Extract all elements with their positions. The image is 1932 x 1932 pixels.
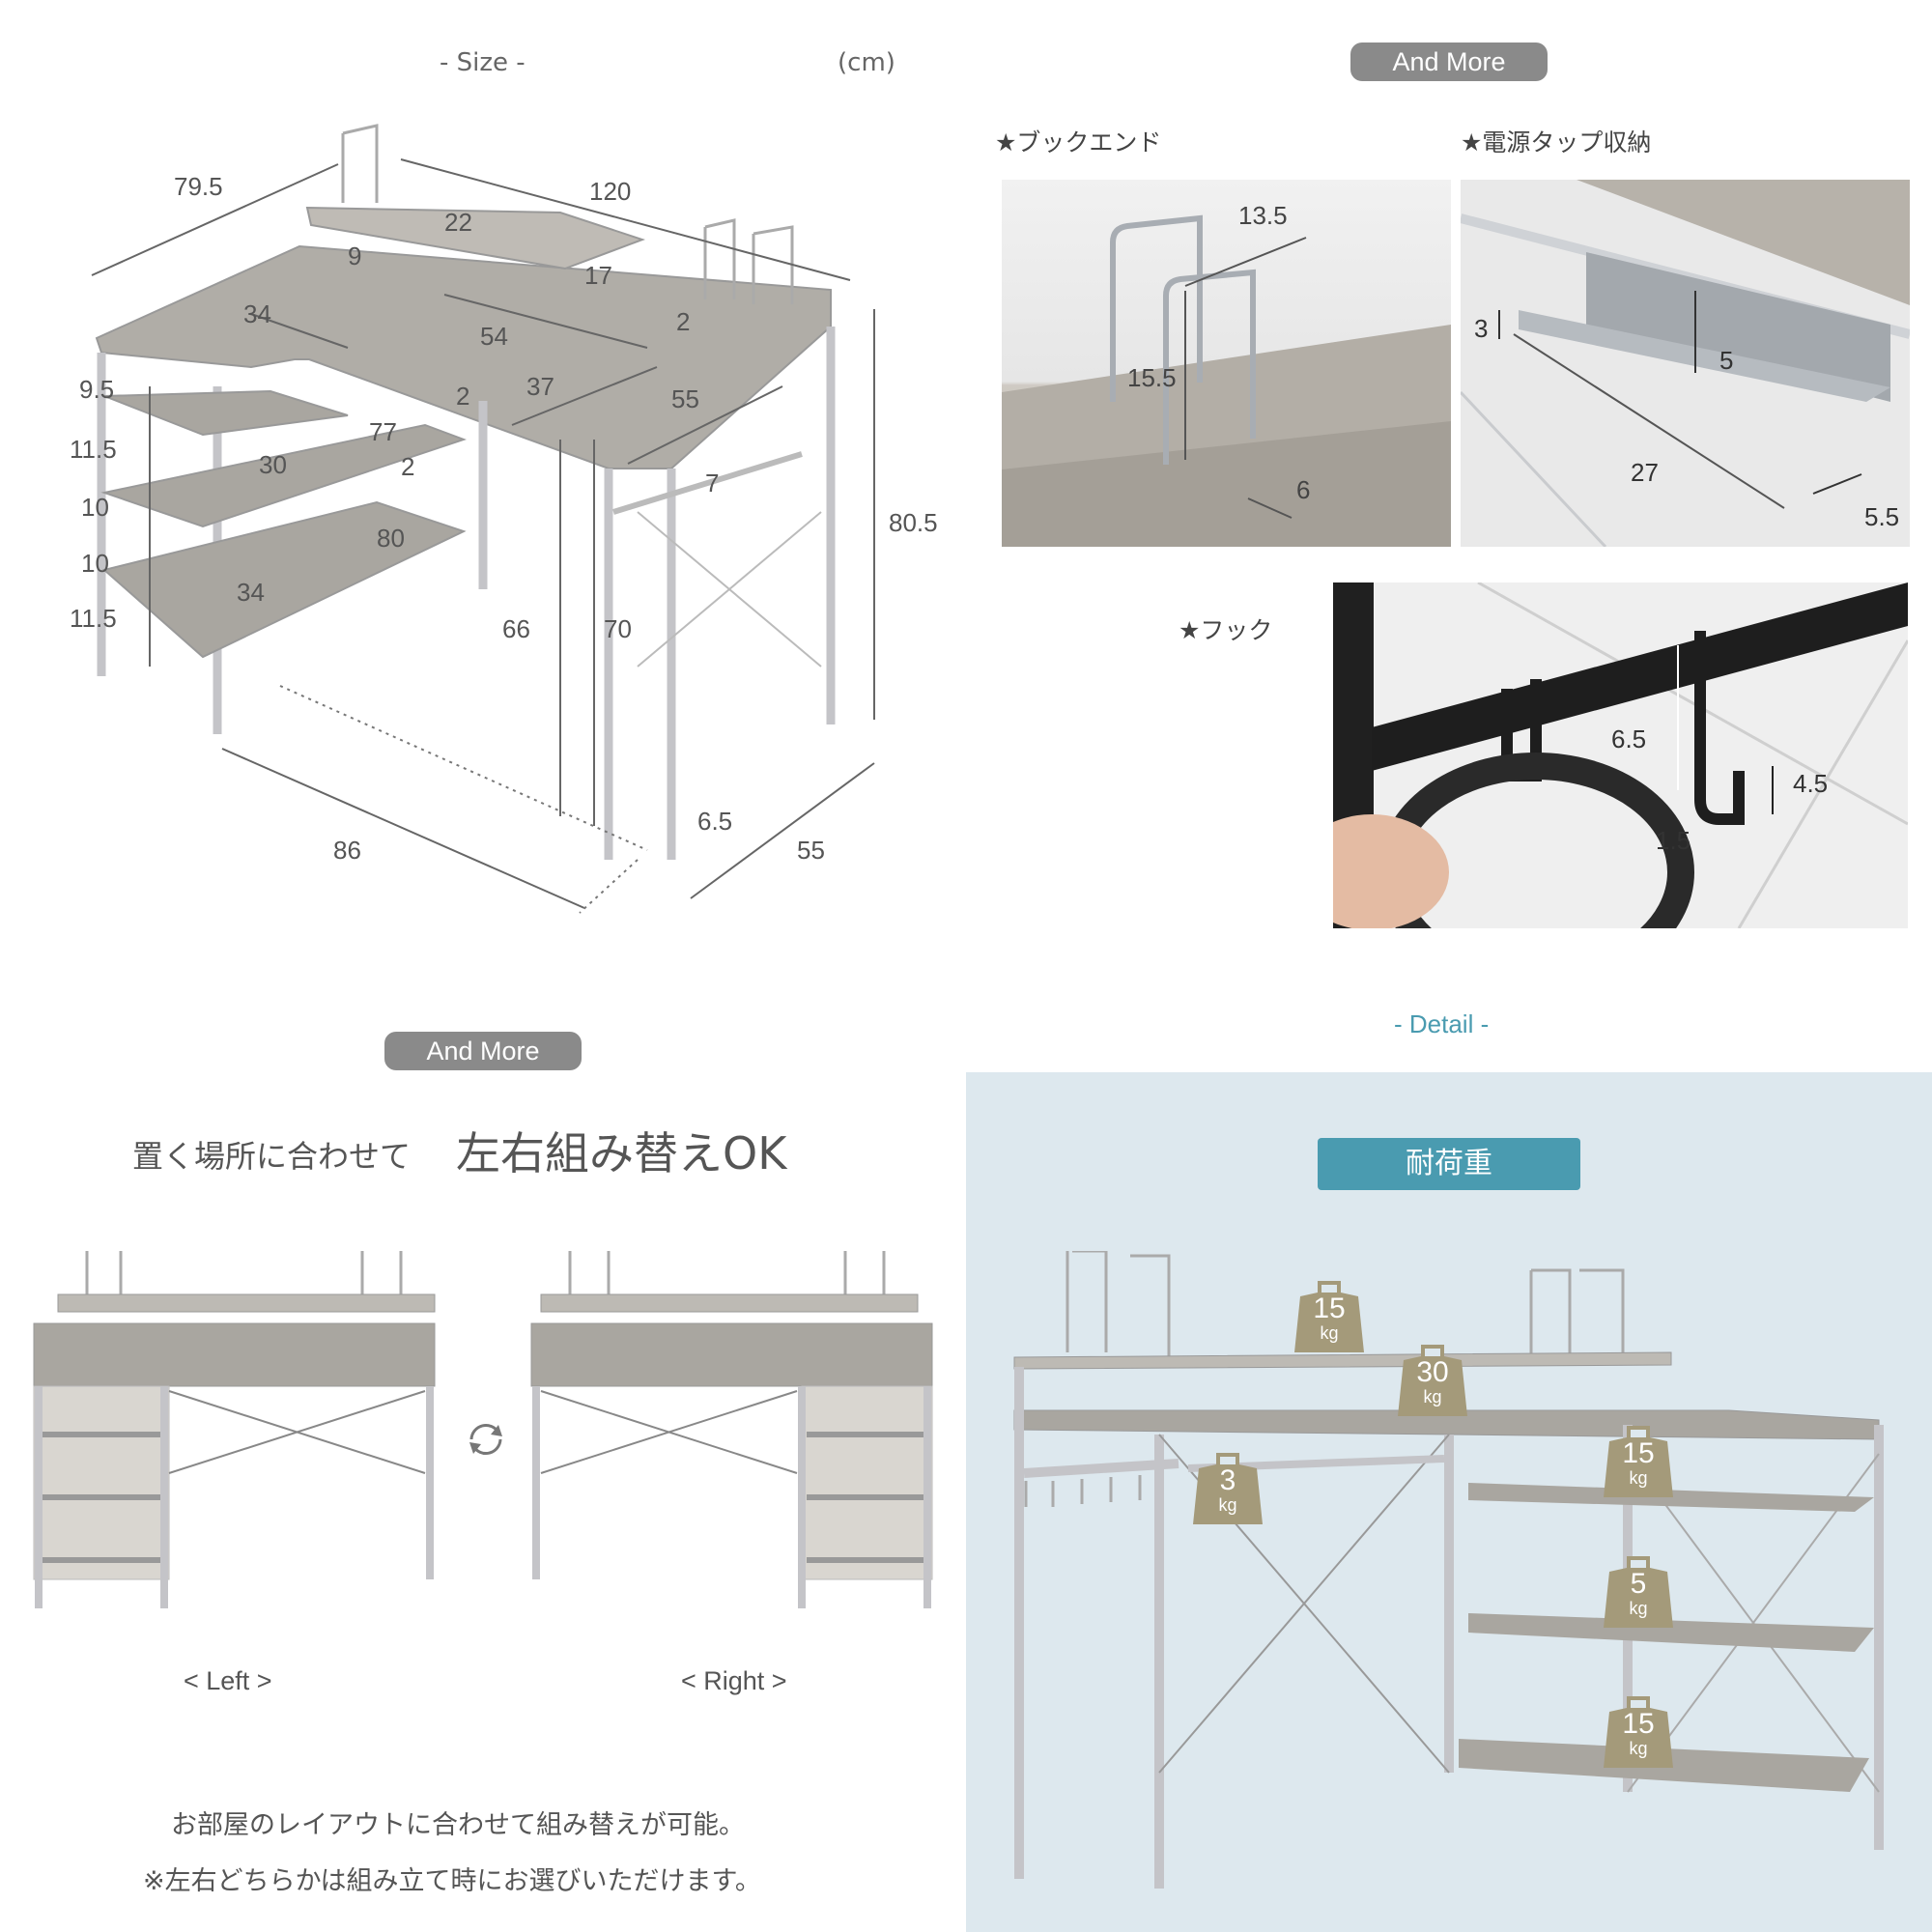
dim-label: 80 [377, 524, 405, 553]
dim-label: 66 [502, 614, 530, 643]
and-more-badge: And More [1350, 43, 1548, 81]
load-capacity-badge: 耐荷重 [1318, 1138, 1580, 1190]
dim-label: 70 [604, 614, 632, 643]
dim-label: 11.5 [70, 435, 117, 464]
weight-badge: 3 kg [1189, 1447, 1266, 1526]
dim-label: 7 [705, 469, 720, 497]
dim-label: 86 [333, 836, 361, 865]
dim-label: 2 [456, 382, 470, 411]
dim-label: 30 [259, 450, 287, 479]
weight-unit: kg [1320, 1323, 1339, 1343]
detail-desk-drawing [1013, 1251, 1884, 1889]
power-tap-dim: 27 [1631, 458, 1659, 487]
left-label: < Left > [184, 1666, 272, 1695]
monitor-shelf [305, 206, 646, 270]
right-label: < Right > [681, 1666, 787, 1695]
weight-badge: 15 kg [1600, 1690, 1677, 1770]
dim-label: 34 [243, 299, 271, 328]
bookend-dim: 13.5 [1238, 201, 1288, 230]
dim-label: 9 [348, 242, 362, 270]
kettlebell-icon [1604, 1426, 1673, 1497]
hook-photo [1333, 582, 1908, 928]
dim-label: 10 [81, 549, 109, 578]
and-more-badge: And More [384, 1032, 582, 1070]
weight-badge: 5 kg [1600, 1550, 1677, 1630]
dim-label: 79.5 [174, 172, 223, 201]
dim-label: 11.5 [70, 604, 117, 633]
left-layout-drawing [33, 1251, 436, 1608]
detail-title: - Detail - [1394, 1009, 1490, 1038]
dim-label: 77 [369, 417, 397, 446]
dim-label: 80.5 [889, 508, 938, 537]
power-tap-label: ★電源タップ収納 [1461, 128, 1652, 156]
weight-value: 5 [1630, 1568, 1647, 1600]
dim-label: 9.5 [79, 375, 115, 404]
kettlebell-icon [1398, 1345, 1467, 1416]
dim-label: 2 [401, 452, 415, 481]
hook-dim: 1.5 [1656, 826, 1691, 855]
weight-unit: kg [1218, 1495, 1237, 1515]
hook-label: ★フック [1179, 616, 1273, 644]
weight-value: 30 [1416, 1356, 1449, 1388]
swap-rotate-icon [469, 1423, 502, 1456]
dim-label: 37 [526, 372, 554, 401]
power-tap-dim: 3 [1474, 314, 1489, 343]
weight-unit: kg [1423, 1387, 1442, 1406]
dim-label: 120 [589, 177, 632, 206]
dim-label: 55 [671, 384, 699, 413]
hook-dim: 6.5 [1611, 724, 1647, 753]
bookend-dim: 15.5 [1127, 363, 1177, 392]
headline-small: 置く場所に合わせて [132, 1138, 412, 1175]
weight-badge: 15 kg [1291, 1275, 1368, 1354]
weight-value: 15 [1622, 1708, 1655, 1740]
note-line-1: お部屋のレイアウトに合わせて組み替えが可能。 [171, 1810, 745, 1840]
weight-value: 15 [1313, 1293, 1346, 1324]
unit-label: (cm) [838, 48, 895, 77]
power-tap-dim: 5.5 [1864, 502, 1900, 531]
hook-dim: 4.5 [1793, 769, 1829, 798]
power-tap-photo [1461, 180, 1910, 547]
dim-label: 54 [480, 322, 508, 351]
size-title: - Size - [440, 48, 526, 77]
kettlebell-icon [1193, 1453, 1263, 1524]
kettlebell-icon [1294, 1281, 1364, 1352]
weight-badge: 30 kg [1394, 1339, 1471, 1418]
bookend-label: ★ブックエンド [995, 128, 1162, 156]
weight-unit: kg [1629, 1599, 1648, 1618]
kettlebell-icon [1604, 1556, 1673, 1628]
desk-dimension-drawing [91, 124, 875, 914]
bookend-photo [1002, 180, 1451, 547]
weight-unit: kg [1629, 1739, 1648, 1758]
headline-large: 左右組み替えOK [456, 1127, 787, 1179]
dim-label: 34 [237, 578, 265, 607]
kettlebell-icon [1604, 1696, 1673, 1768]
desk-top [95, 244, 832, 469]
right-layout-drawing [530, 1251, 933, 1608]
dim-label: 22 [444, 208, 472, 237]
weight-value: 3 [1219, 1464, 1236, 1496]
dim-label: 10 [81, 493, 109, 522]
note-line-2: ※左右どちらかは組み立て時にお選びいただけます。 [143, 1866, 761, 1896]
dim-label: 55 [797, 836, 825, 865]
power-tap-dim: 5 [1719, 346, 1734, 375]
bookend-dim: 6 [1296, 475, 1311, 504]
weight-unit: kg [1629, 1468, 1648, 1488]
weight-value: 15 [1622, 1437, 1655, 1469]
dim-label: 2 [676, 307, 691, 336]
weight-badge: 15 kg [1600, 1420, 1677, 1499]
dim-label: 6.5 [697, 807, 733, 836]
dim-label: 17 [584, 261, 612, 290]
